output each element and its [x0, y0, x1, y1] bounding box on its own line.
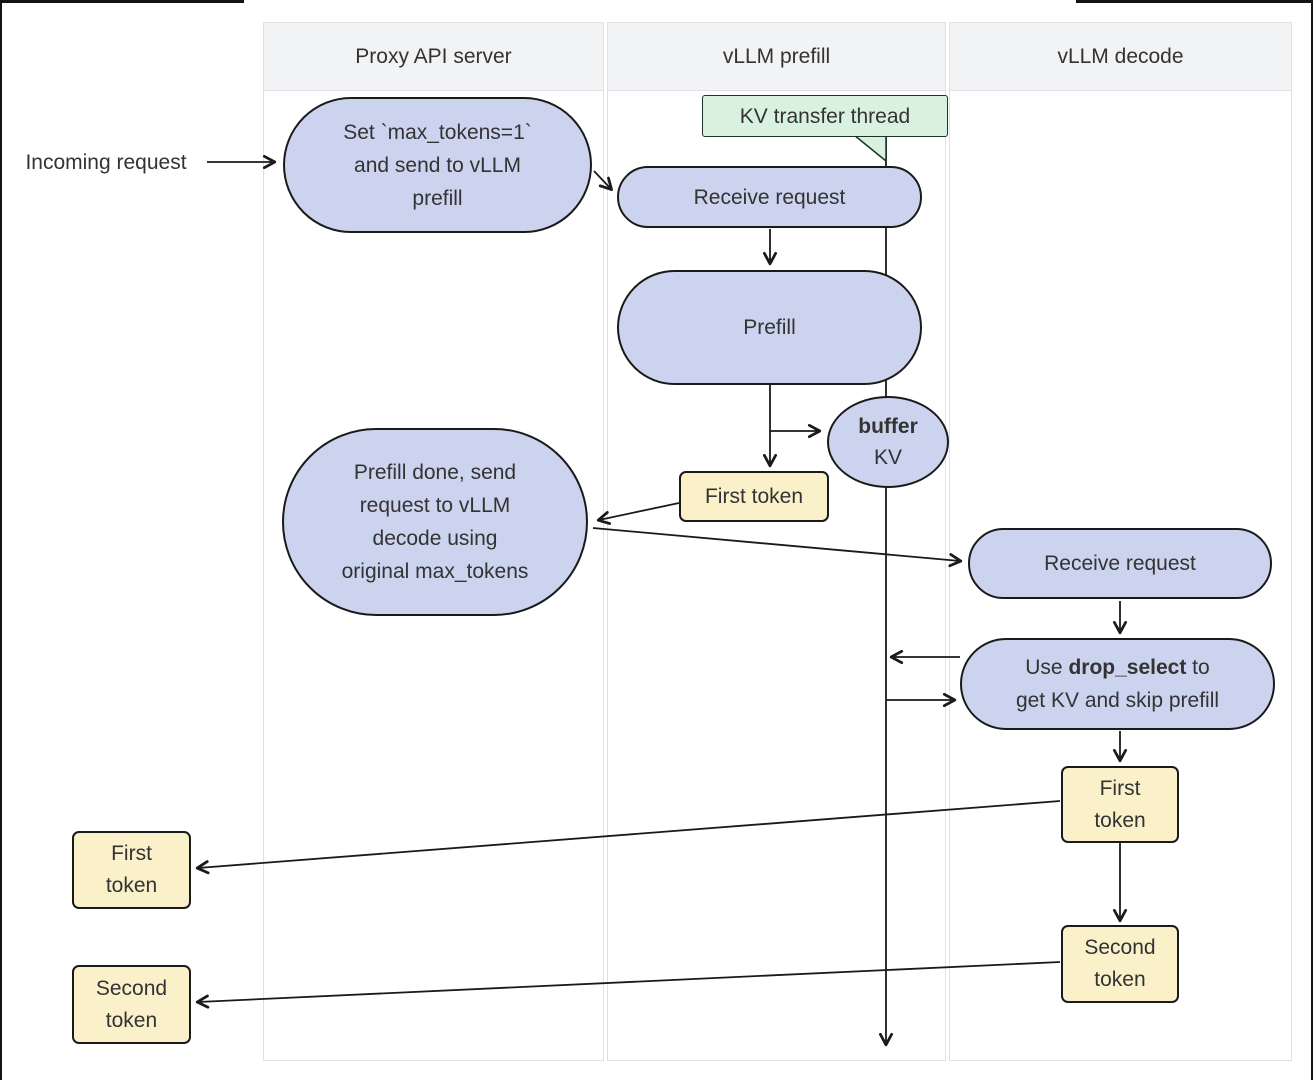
- node-receive-request-decode: Receive request: [968, 528, 1272, 599]
- frame-left-edge: [0, 0, 2, 1080]
- node-set-max-tokens: Set `max_tokens=1` and send to vLLM pref…: [283, 97, 592, 233]
- column-header-prefill: vLLM prefill: [608, 23, 945, 91]
- box-second-token-decode: Second token: [1061, 925, 1179, 1003]
- node-prefill-done: Prefill done, send request to vLLM decod…: [282, 428, 588, 616]
- frame-top-right-edge: [1076, 0, 1313, 3]
- column-header-proxy: Proxy API server: [264, 23, 603, 91]
- note-kv-transfer-thread: KV transfer thread: [702, 95, 948, 137]
- box-first-token-prefill: First token: [679, 471, 829, 522]
- box-first-token-left: First token: [72, 831, 191, 909]
- arrow-set-to-receive: [593, 170, 613, 191]
- box-second-token-left: Second token: [72, 965, 191, 1044]
- arrow-firsttoken-to-left: [195, 800, 1061, 875]
- node-drop-select: Use drop_select to get KV and skip prefi…: [960, 638, 1275, 730]
- node-receive-request-prefill: Receive request: [617, 166, 922, 228]
- node-buffer-kv: buffer KV: [827, 396, 949, 488]
- arrow-prefilldone-to-receivedecode: [592, 527, 963, 568]
- label-incoming-request: Incoming request: [25, 150, 187, 174]
- box-first-token-decode: First token: [1061, 766, 1179, 843]
- arrow-secondtoken-to-left: [195, 961, 1061, 1009]
- node-prefill: Prefill: [617, 270, 922, 385]
- buffer-kv-bold-line: buffer: [858, 415, 918, 438]
- frame-right-edge: [1311, 0, 1313, 1080]
- kv-note-tail: [851, 134, 887, 163]
- arrow-firsttoken-to-prefilldone: [596, 502, 680, 525]
- buffer-kv-sub-line: KV: [873, 446, 902, 469]
- drop-select-text: Use drop_select to get KV and skip prefi…: [1015, 656, 1220, 712]
- column-header-decode: vLLM decode: [950, 23, 1291, 91]
- frame-top-left-edge: [0, 0, 244, 3]
